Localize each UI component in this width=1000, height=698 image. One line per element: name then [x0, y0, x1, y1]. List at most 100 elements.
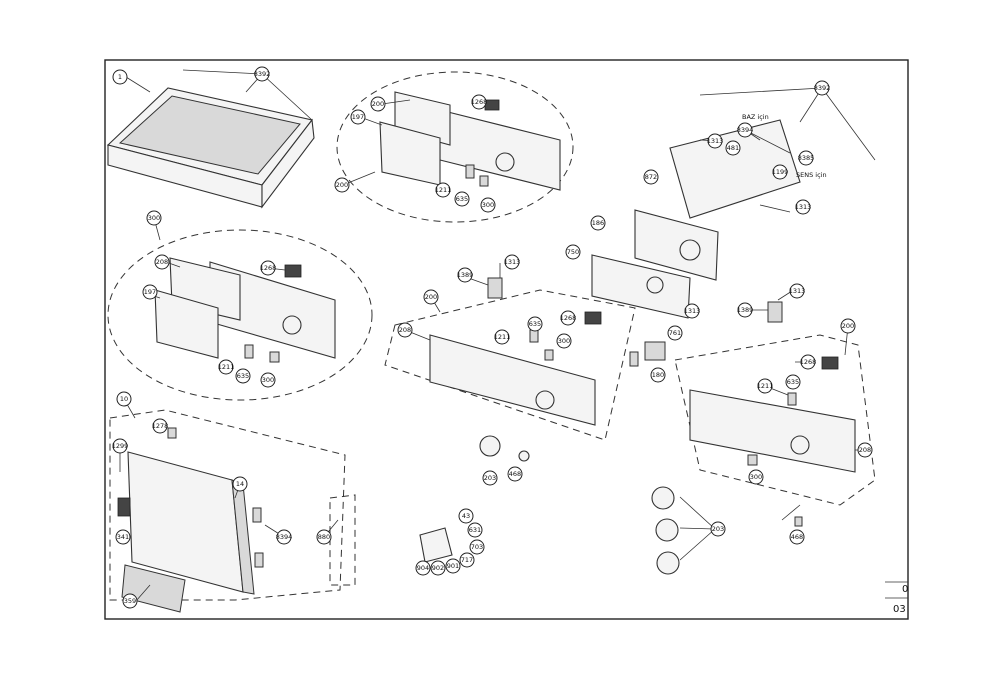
knob-variant-1: [651, 486, 675, 510]
left-panel-connector: [284, 264, 302, 278]
door-latch-lower: [254, 552, 264, 568]
balloon-label: 1268: [560, 314, 577, 322]
display-board-encoder: [646, 276, 664, 294]
balloon-label: 200: [842, 322, 854, 330]
note-baz: BAZ için: [742, 113, 769, 121]
balloon-label: 1268: [800, 358, 817, 366]
door-lock-plug: [629, 351, 639, 367]
balloon-label: 300: [262, 376, 274, 384]
balloon-label: 300: [148, 214, 160, 222]
balloon-label: 1299: [112, 442, 129, 450]
balloon-label: 1211: [218, 363, 235, 371]
note-sens: SENS için: [796, 171, 827, 179]
balloon-label: 1211: [757, 382, 774, 390]
balloon-label: 1268: [260, 264, 277, 272]
balloon-label: 1211: [435, 186, 452, 194]
balloon-label: 904: [417, 564, 429, 572]
balloon-label: 717: [461, 556, 473, 564]
balloon-label: 300: [750, 473, 762, 481]
balloon-label: 8394: [737, 126, 754, 134]
display-board: [591, 254, 691, 319]
balloon-label: 186: [592, 219, 604, 227]
balloon-label: 1313: [707, 137, 724, 145]
upper-panel-knob-hole: [495, 152, 515, 172]
balloon-label: 14: [236, 480, 244, 488]
right-panel-connector: [821, 356, 839, 370]
group-outline-left-panel: [107, 229, 373, 401]
balloon-label: 300: [558, 337, 570, 345]
door-pin: [167, 427, 177, 439]
balloon-label: 1199: [772, 168, 789, 176]
group-outline-center-panel: [384, 289, 636, 441]
balloon-label: 635: [787, 378, 799, 386]
door-latch-upper: [252, 507, 262, 523]
balloon-label: 635: [529, 320, 541, 328]
left-panel-knob-hole: [282, 315, 302, 335]
door-hinge: [117, 497, 131, 517]
balloon-label: 200: [425, 293, 437, 301]
top-cover-inner: [118, 95, 301, 175]
balloon-label: 880: [318, 533, 330, 541]
center-panel-connector: [584, 311, 602, 325]
balloon-label: 901: [447, 562, 459, 570]
balloon-label: 200: [372, 100, 384, 108]
balloon-label: 203: [712, 525, 724, 533]
balloon-label: 8392: [254, 70, 271, 78]
balloon-label: 1211: [494, 333, 511, 341]
center-panel-knob-hole: [535, 390, 555, 410]
center-button-cap: [544, 349, 554, 361]
balloon-label: 1313: [789, 287, 806, 295]
group-outline-door: [109, 409, 346, 601]
balloon-label: 8392: [814, 84, 831, 92]
balloon-label: 703: [471, 543, 483, 551]
balloon-label: 1389: [737, 306, 754, 314]
top-cover-side-edge: [261, 118, 315, 209]
balloon-label: 208: [156, 258, 168, 266]
left-button-cap: [269, 351, 280, 363]
balloon-label: 197: [352, 113, 364, 121]
corner-mark-bottom: 03: [893, 604, 906, 615]
group-outline-screws: [329, 494, 356, 586]
balloon-label: 359: [124, 597, 136, 605]
balloon-label: 631: [469, 526, 481, 534]
upper-button-block: [465, 164, 475, 179]
display-overlay: [634, 209, 719, 281]
balloon-label: 208: [859, 446, 871, 454]
balloon-label: 1268: [471, 98, 488, 106]
balloon-label: 8385: [798, 154, 815, 162]
balloon-label: 300: [482, 201, 494, 209]
left-button-block: [244, 344, 254, 359]
balloon-label: 902: [432, 564, 444, 572]
knob-variant-2: [655, 518, 679, 542]
right-knob-insert: [794, 516, 803, 527]
center-button-block: [529, 329, 539, 343]
center-knob-insert: [518, 450, 530, 462]
balloon-label: 635: [456, 195, 468, 203]
user-manual-booklet: [419, 527, 453, 563]
balloon-label: 10: [120, 395, 128, 403]
right-control-panel: [689, 389, 856, 473]
center-program-knob: [479, 435, 501, 457]
balloon-label: 1313: [684, 307, 701, 315]
balloon-label: 197: [144, 288, 156, 296]
balloon-label: 1389: [457, 271, 474, 279]
balloon-label: 203: [484, 474, 496, 482]
group-outline-upper-panel: [336, 71, 574, 223]
balloon-label: 468: [791, 533, 803, 541]
drawing-frame: [104, 59, 909, 620]
balloon-label: 43: [462, 512, 470, 520]
group-outline-right-panel: [674, 334, 876, 506]
balloon-label: 761: [669, 329, 681, 337]
balloon-label: 1: [118, 73, 122, 81]
balloon-label: 341: [117, 533, 129, 541]
balloon-label: 180: [652, 371, 664, 379]
balloon-label: 635: [237, 372, 249, 380]
right-button-block: [787, 392, 797, 406]
balloon-label: 208: [399, 326, 411, 334]
balloon-label: 1313: [795, 203, 812, 211]
balloon-label: 468: [509, 470, 521, 478]
left-detergent-drawer: [154, 289, 219, 359]
right-switch-block: [767, 301, 783, 323]
balloon-label: 872: [645, 173, 657, 181]
